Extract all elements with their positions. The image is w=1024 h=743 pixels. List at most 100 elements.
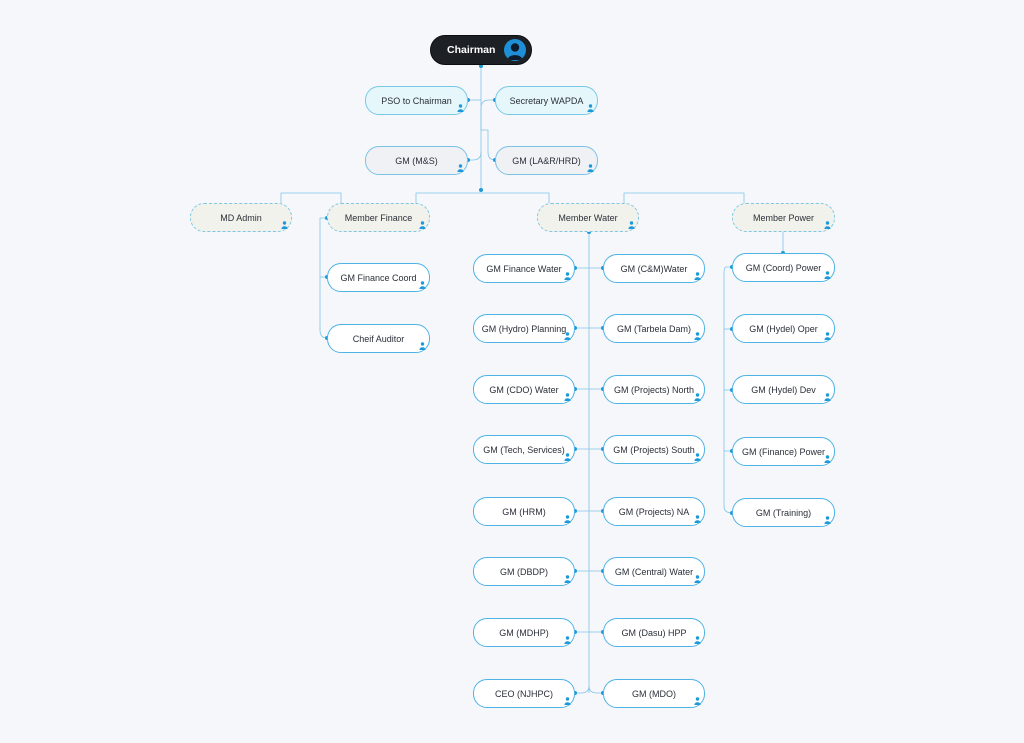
- secretary-link: [480, 99, 495, 130]
- person-icon: [824, 455, 831, 463]
- person-icon: [419, 281, 426, 289]
- node-label: GM (HRM): [502, 506, 546, 517]
- person-icon: [824, 393, 831, 401]
- water-row-link: [575, 685, 603, 694]
- node-label: GM (LA&R/HRD): [512, 155, 581, 166]
- gm-dbdp-node[interactable]: GM (DBDP): [473, 557, 575, 586]
- gm-lar-link: [481, 129, 496, 161]
- person-icon: [824, 271, 831, 279]
- admin-finance-bus: [280, 192, 342, 203]
- node-label: GM (MDHP): [499, 627, 549, 638]
- chairman-node[interactable]: Chairman: [430, 35, 532, 65]
- node-label: GM (Training): [755, 507, 812, 518]
- gm-tech-services-node[interactable]: GM (Tech, Services): [473, 435, 575, 464]
- node-label: GM Finance Coord: [340, 272, 417, 283]
- node-label: GM (Projects) NA: [618, 506, 690, 517]
- node-label: GM (Coord) Power: [745, 262, 822, 273]
- person-icon: [694, 332, 701, 340]
- node-label: Member Finance: [344, 212, 413, 223]
- cheif-auditor-node[interactable]: Cheif Auditor: [327, 324, 430, 353]
- person-icon: [694, 453, 701, 461]
- person-icon: [564, 332, 571, 340]
- md-admin-node[interactable]: MD Admin: [190, 203, 292, 232]
- person-icon: [564, 453, 571, 461]
- gm-hydel-dev-node[interactable]: GM (Hydel) Dev: [732, 375, 835, 404]
- gm-central-water-node[interactable]: GM (Central) Water: [603, 557, 705, 586]
- person-icon: [694, 393, 701, 401]
- person-icon: [419, 342, 426, 350]
- water-bus-link: [481, 192, 550, 203]
- person-icon: [564, 393, 571, 401]
- person-icon: [281, 221, 288, 229]
- node-label: GM (MDO): [632, 688, 676, 699]
- gm-hydel-oper-node[interactable]: GM (Hydel) Oper: [732, 314, 835, 343]
- node-label: Cheif Auditor: [352, 333, 405, 344]
- node-label: Secretary WAPDA: [509, 95, 584, 106]
- person-icon: [628, 221, 635, 229]
- gm-ms-node[interactable]: GM (M&S): [365, 146, 468, 175]
- gm-lar-hrd-node[interactable]: GM (LA&R/HRD): [495, 146, 598, 175]
- gm-mdo-node[interactable]: GM (MDO): [603, 679, 705, 708]
- gm-finance-coord-node[interactable]: GM Finance Coord: [327, 263, 430, 292]
- member-water-node[interactable]: Member Water: [537, 203, 639, 232]
- water-power-bus: [623, 192, 745, 203]
- person-icon: [419, 221, 426, 229]
- node-label: GM Finance Water: [486, 263, 562, 274]
- person-icon: [564, 575, 571, 583]
- gm-coord-power-node[interactable]: GM (Coord) Power: [732, 253, 835, 282]
- node-label: GM (Hydro) Planning: [481, 323, 567, 334]
- person-icon: [564, 272, 571, 280]
- member-finance-node[interactable]: Member Finance: [327, 203, 430, 232]
- gm-tarbela-dam-node[interactable]: GM (Tarbela Dam): [603, 314, 705, 343]
- person-icon: [694, 515, 701, 523]
- connector-dot: [479, 188, 483, 192]
- node-label: GM (Hydel) Dev: [751, 384, 816, 395]
- pso-to-chairman-node[interactable]: PSO to Chairman: [365, 86, 468, 115]
- person-icon: [457, 104, 464, 112]
- node-label: GM (Tarbela Dam): [616, 323, 691, 334]
- node-label: GM (Dasu) HPP: [621, 627, 687, 638]
- gm-finance-power-node[interactable]: GM (Finance) Power: [732, 437, 835, 466]
- node-label: CEO (NJHPC): [495, 688, 553, 699]
- secretary-wapda-node[interactable]: Secretary WAPDA: [495, 86, 598, 115]
- node-label: PSO to Chairman: [381, 95, 452, 106]
- person-icon: [694, 272, 701, 280]
- gm-training-node[interactable]: GM (Training): [732, 498, 835, 527]
- node-label: GM (Central) Water: [614, 566, 694, 577]
- node-label: MD Admin: [220, 212, 262, 223]
- person-icon: [587, 164, 594, 172]
- gm-cm-water-node[interactable]: GM (C&M)Water: [603, 254, 705, 283]
- person-icon: [564, 515, 571, 523]
- gm-cdo-water-node[interactable]: GM (CDO) Water: [473, 375, 575, 404]
- gm-finance-water-node[interactable]: GM Finance Water: [473, 254, 575, 283]
- person-icon: [587, 104, 594, 112]
- person-icon: [564, 636, 571, 644]
- person-icon: [694, 636, 701, 644]
- node-label: GM (Hydel) Oper: [749, 323, 818, 334]
- power-branch: [723, 266, 733, 514]
- gm-projects-north-node[interactable]: GM (Projects) North: [603, 375, 705, 404]
- person-icon: [694, 697, 701, 705]
- gm-mdhp-node[interactable]: GM (MDHP): [473, 618, 575, 647]
- member-power-node[interactable]: Member Power: [732, 203, 835, 232]
- person-icon: [564, 697, 571, 705]
- node-label: Member Power: [752, 212, 815, 223]
- node-label: Member Water: [558, 212, 618, 223]
- gm-hrm-node[interactable]: GM (HRM): [473, 497, 575, 526]
- person-icon: [824, 221, 831, 229]
- gm-dasu-hpp-node[interactable]: GM (Dasu) HPP: [603, 618, 705, 647]
- chairman-label: Chairman: [447, 44, 496, 56]
- node-label: GM (CDO) Water: [489, 384, 559, 395]
- ceo-njhpc-node[interactable]: CEO (NJHPC): [473, 679, 575, 708]
- gm-projects-south-node[interactable]: GM (Projects) South: [603, 435, 705, 464]
- gm-hydro-planning-node[interactable]: GM (Hydro) Planning: [473, 314, 575, 343]
- gm-ms-link: [468, 151, 482, 161]
- node-label: GM (Finance) Power: [741, 446, 826, 457]
- gm-projects-na-node[interactable]: GM (Projects) NA: [603, 497, 705, 526]
- node-label: GM (DBDP): [500, 566, 548, 577]
- person-icon: [824, 332, 831, 340]
- connector-dot: [479, 64, 483, 68]
- finance-bus-link: [415, 192, 481, 203]
- person-icon: [824, 516, 831, 524]
